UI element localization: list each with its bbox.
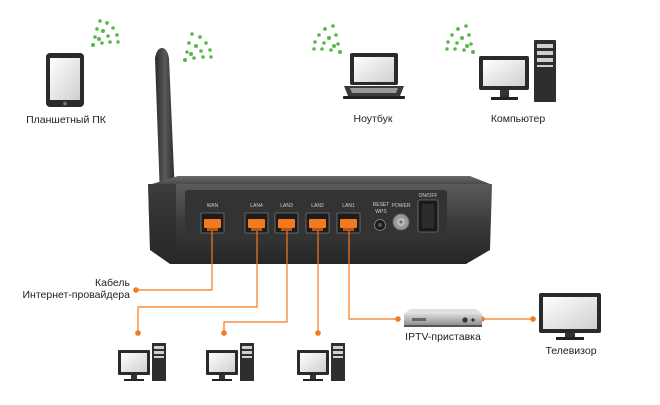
lan1-cable (348, 231, 398, 320)
port-label-onoff: ON/OFF (419, 193, 438, 199)
port-label-wan: WAN (207, 203, 219, 209)
cable-endpoints (133, 287, 536, 336)
router-icon (148, 176, 492, 264)
laptop-icon (343, 53, 405, 99)
desktop-computer-icon (479, 40, 556, 102)
provider-cable-label: Кабель Интернет-провайдера (18, 277, 131, 301)
computer-label: Компьютер (490, 113, 546, 125)
cables (136, 231, 533, 333)
port-label-wps: WPS (375, 209, 387, 215)
tablet-label: Планшетный ПК (26, 114, 106, 126)
tv-icon (539, 293, 601, 340)
iptv-label: IPTV-приставка (405, 331, 481, 343)
provider-cable-label-line2: Интернет-провайдера (22, 289, 131, 301)
port-label-lan2: LAN2 (311, 203, 324, 209)
port-label-power: POWER (392, 203, 411, 209)
port-label-lan1: LAN1 (342, 203, 355, 209)
tv-label: Телевизор (545, 345, 597, 357)
iptv-set-top-box-icon (404, 309, 482, 327)
provider-cable-label-line1: Кабель (95, 277, 130, 289)
wifi-signal-icon (91, 19, 475, 62)
desktop-computer-icon (118, 343, 166, 381)
tablet-icon (46, 53, 84, 107)
lan3-cable (223, 231, 288, 333)
port-label-lan4: LAN4 (250, 203, 263, 209)
wan-cable (136, 231, 213, 291)
port-label-reset: RESET (373, 202, 390, 208)
desktop-computer-icon (297, 343, 345, 381)
lan4-cable (137, 231, 258, 333)
laptop-label: Ноутбук (353, 113, 393, 125)
router-port-labels: WAN LAN4 LAN3 LAN2 LAN1 RESET WPS POWER … (207, 193, 438, 215)
desktop-computer-icon (206, 343, 254, 381)
port-label-lan3: LAN3 (280, 203, 293, 209)
